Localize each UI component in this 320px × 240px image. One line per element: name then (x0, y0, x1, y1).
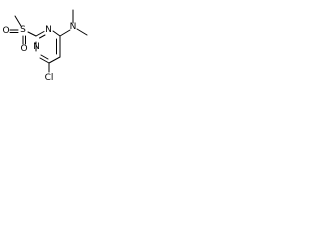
bond-c6-n1 (39, 57, 50, 64)
bond-n3-c4 (52, 30, 61, 37)
bond-s-methyl (14, 15, 22, 27)
atom-n-ring-right: N (45, 25, 52, 35)
bond-c2-n3 (35, 31, 45, 37)
bonds (9, 9, 88, 73)
bond-c2-s (27, 31, 37, 37)
atom-o-top: O (2, 26, 9, 36)
bond-c2-n3-inner (39, 34, 46, 39)
chemical-structure: N N N S O O Cl (2, 9, 88, 83)
atom-labels: N N N S O O Cl (2, 22, 76, 83)
atom-cl: Cl (45, 73, 54, 83)
bond-namine-methyl-right (76, 28, 88, 36)
bond-c6-n1-inner (40, 54, 49, 60)
atom-n-ring-left: N (33, 42, 40, 52)
atom-o-bottom: O (20, 44, 27, 54)
bond-c5-c6 (48, 56, 61, 64)
atom-s-sulfonyl: S (20, 25, 26, 35)
atom-n-amine: N (70, 22, 77, 32)
bond-c4-namine (59, 29, 71, 37)
